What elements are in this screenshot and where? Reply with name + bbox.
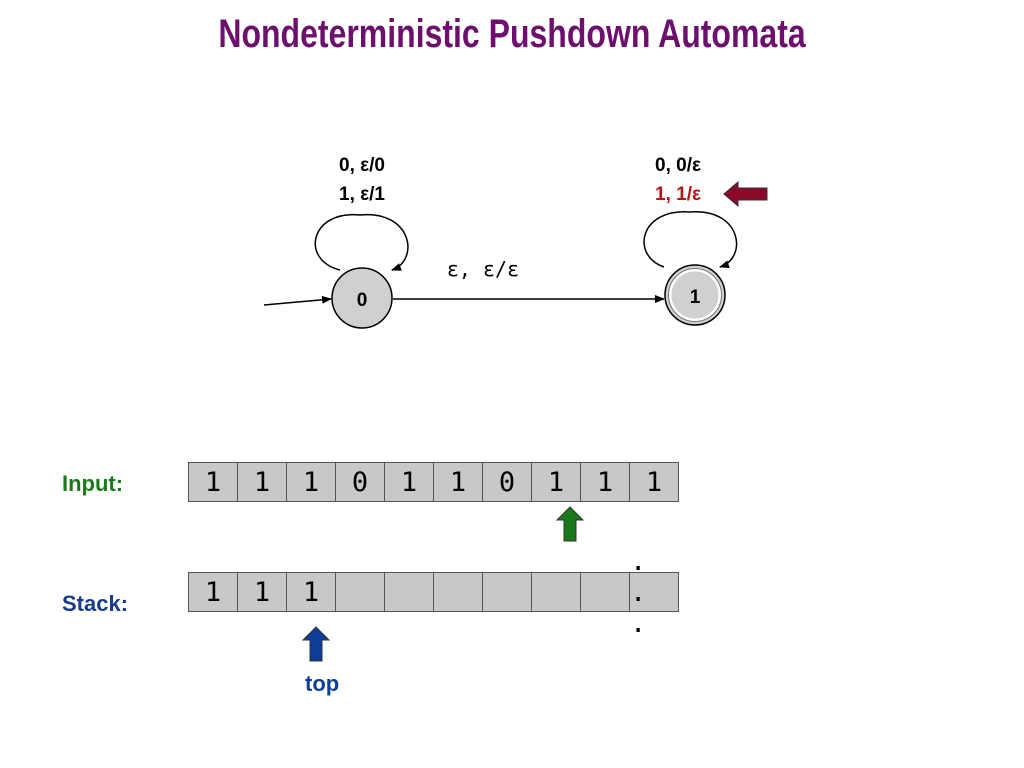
input-cell: 1 bbox=[433, 462, 483, 502]
state-0-label: 0 bbox=[357, 290, 368, 311]
stack-top-label: top bbox=[305, 671, 340, 696]
stack-cell: 1 bbox=[188, 572, 238, 612]
edge-0-1-label: ε, ε/ε bbox=[447, 257, 519, 281]
loop-1-label-line-2-highlighted: 1, 1/ε bbox=[655, 184, 701, 205]
stack-cell bbox=[335, 572, 385, 612]
input-cell: 0 bbox=[482, 462, 532, 502]
stack-cell bbox=[384, 572, 434, 612]
input-cell: 1 bbox=[629, 462, 679, 502]
input-cell: 1 bbox=[580, 462, 630, 502]
self-loop-state-1 bbox=[643, 211, 738, 269]
stack-label: Stack: bbox=[62, 591, 129, 616]
stack-cell: 1 bbox=[237, 572, 287, 612]
start-arrow bbox=[263, 295, 332, 306]
loop-1-label-line-1: 0, 0/ε bbox=[655, 155, 701, 176]
stack-cell: 1 bbox=[286, 572, 336, 612]
input-cell: 1 bbox=[286, 462, 336, 502]
stack-top-arrow-icon bbox=[301, 626, 331, 662]
stack-cell bbox=[580, 572, 630, 612]
stack-cell bbox=[482, 572, 532, 612]
input-cell: 1 bbox=[237, 462, 287, 502]
state-1: 1 bbox=[664, 264, 726, 326]
state-1-label: 1 bbox=[690, 287, 701, 308]
page-title: Nondeterministic Pushdown Automata bbox=[218, 12, 806, 56]
input-cell: 1 bbox=[384, 462, 434, 502]
loop-0-label-line-1: 0, ε/0 bbox=[339, 155, 385, 176]
stack-cell: . . . bbox=[629, 546, 679, 639]
loop-0-label-line-2: 1, ε/1 bbox=[339, 184, 385, 205]
state-0: 0 bbox=[331, 267, 393, 329]
input-cell: 1 bbox=[531, 462, 581, 502]
current-transition-arrow-icon bbox=[723, 180, 768, 208]
input-cell: 1 bbox=[188, 462, 238, 502]
self-loop-state-0 bbox=[314, 214, 409, 271]
input-cell: 0 bbox=[335, 462, 385, 502]
stack-cell bbox=[531, 572, 581, 612]
stack-cell bbox=[433, 572, 483, 612]
input-head-arrow-icon bbox=[555, 506, 585, 542]
input-label: Input: bbox=[62, 471, 124, 496]
